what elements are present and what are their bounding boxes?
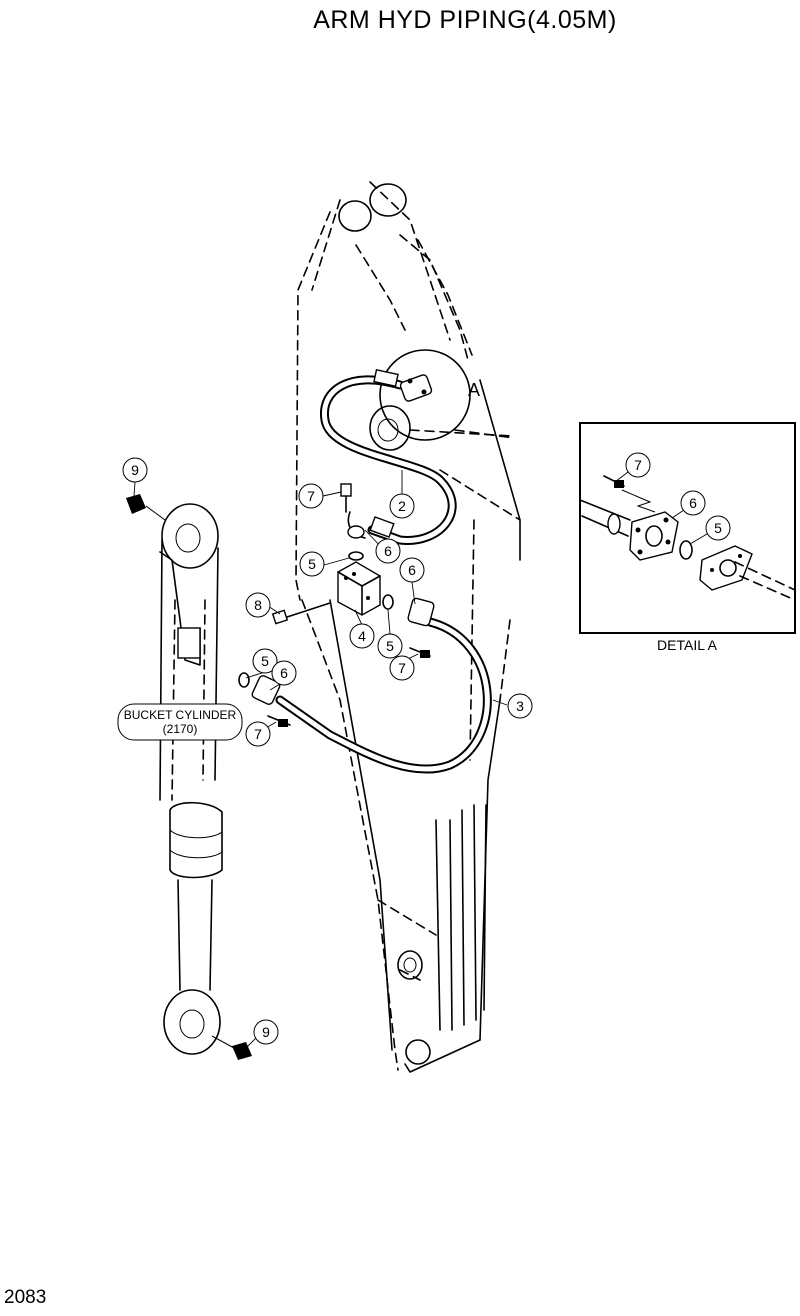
svg-text:6: 6 <box>384 543 392 559</box>
svg-text:5: 5 <box>308 556 316 572</box>
hose-2 <box>320 369 457 545</box>
callout-4: 4 <box>349 623 375 649</box>
callout-9-top: 9 <box>122 457 148 483</box>
page-title: ARM HYD PIPING(4.05M) <box>313 6 617 34</box>
callout-7-lower: 7 <box>245 721 271 747</box>
callout-7-mid: 7 <box>389 655 415 681</box>
callout-6-mid: 6 <box>399 557 425 583</box>
callout-7-upper: 7 <box>298 483 324 509</box>
arm-structure <box>295 181 521 1073</box>
section-marker-a: A <box>379 349 480 441</box>
bucket-cylinder <box>126 494 252 1060</box>
callout-5-mid: 5 <box>377 633 403 659</box>
detail-a-box: DETAIL A <box>579 422 796 653</box>
junction-block-4 <box>271 483 394 625</box>
hose-3 <box>238 597 492 774</box>
detail-label: DETAIL A <box>657 637 718 653</box>
svg-text:3: 3 <box>516 698 524 714</box>
page-number: 2083 <box>4 1287 47 1308</box>
svg-text:6: 6 <box>689 495 697 511</box>
callout-bubbles: 9 7 2 6 5 8 4 6 <box>122 452 731 1045</box>
svg-text:4: 4 <box>358 628 366 644</box>
callout-7-detail: 7 <box>625 452 651 478</box>
svg-text:6: 6 <box>408 562 416 578</box>
svg-text:6: 6 <box>280 665 288 681</box>
callout-6-detail: 6 <box>680 490 706 516</box>
svg-text:5: 5 <box>386 638 394 654</box>
callout-9-bottom: 9 <box>253 1019 279 1045</box>
svg-text:5: 5 <box>261 653 269 669</box>
section-marker-label: A <box>468 380 480 400</box>
callout-6-upper: 6 <box>375 538 401 564</box>
svg-text:9: 9 <box>131 462 139 478</box>
callout-3: 3 <box>507 693 533 719</box>
bucket-cylinder-name: BUCKET CYLINDER <box>124 708 237 722</box>
svg-text:5: 5 <box>714 520 722 536</box>
callout-2: 2 <box>389 493 415 519</box>
svg-text:8: 8 <box>254 597 262 613</box>
callout-8: 8 <box>245 592 271 618</box>
svg-text:7: 7 <box>254 726 262 742</box>
svg-text:7: 7 <box>398 660 406 676</box>
bucket-cylinder-ref: (2170) <box>163 722 198 736</box>
svg-text:7: 7 <box>307 488 315 504</box>
svg-text:2: 2 <box>398 498 406 514</box>
callout-6-lower: 6 <box>271 660 297 686</box>
callout-5-upper: 5 <box>299 551 325 577</box>
svg-text:7: 7 <box>634 457 642 473</box>
callout-5-lower: 5 <box>252 648 278 674</box>
bucket-cylinder-label: BUCKET CYLINDER (2170) <box>117 703 243 741</box>
svg-text:9: 9 <box>262 1024 270 1040</box>
callout-5-detail: 5 <box>705 515 731 541</box>
